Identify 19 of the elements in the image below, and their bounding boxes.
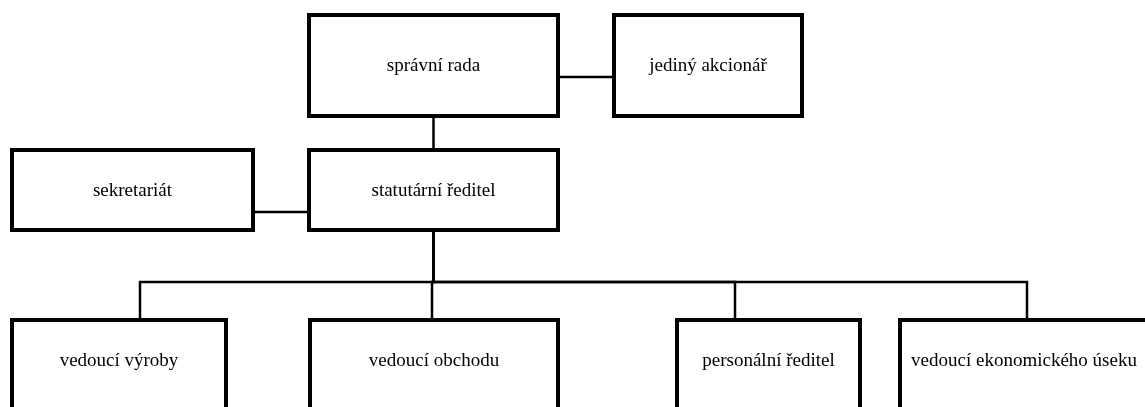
box-label: vedoucí ekonomického úseku — [911, 349, 1137, 372]
org-box — [10, 318, 228, 407]
connector-line — [560, 75, 612, 79]
box-label: vedoucí výroby — [59, 349, 179, 372]
org-box — [308, 318, 560, 407]
org-box — [307, 148, 560, 232]
org-box — [675, 318, 862, 407]
box-label: jediný akcionář — [649, 54, 767, 77]
box-label: personální ředitel — [702, 349, 835, 372]
box-label: vedoucí obchodu — [368, 349, 500, 372]
org-box — [898, 318, 1145, 407]
org-box — [307, 13, 560, 118]
box-label: statutární ředitel — [371, 178, 496, 202]
box-label: správní rada — [386, 54, 481, 77]
connector-line — [255, 210, 307, 214]
org-box — [10, 148, 255, 232]
org-box — [612, 13, 804, 118]
connector-line — [432, 118, 435, 148]
box-label: sekretariát — [92, 178, 173, 202]
